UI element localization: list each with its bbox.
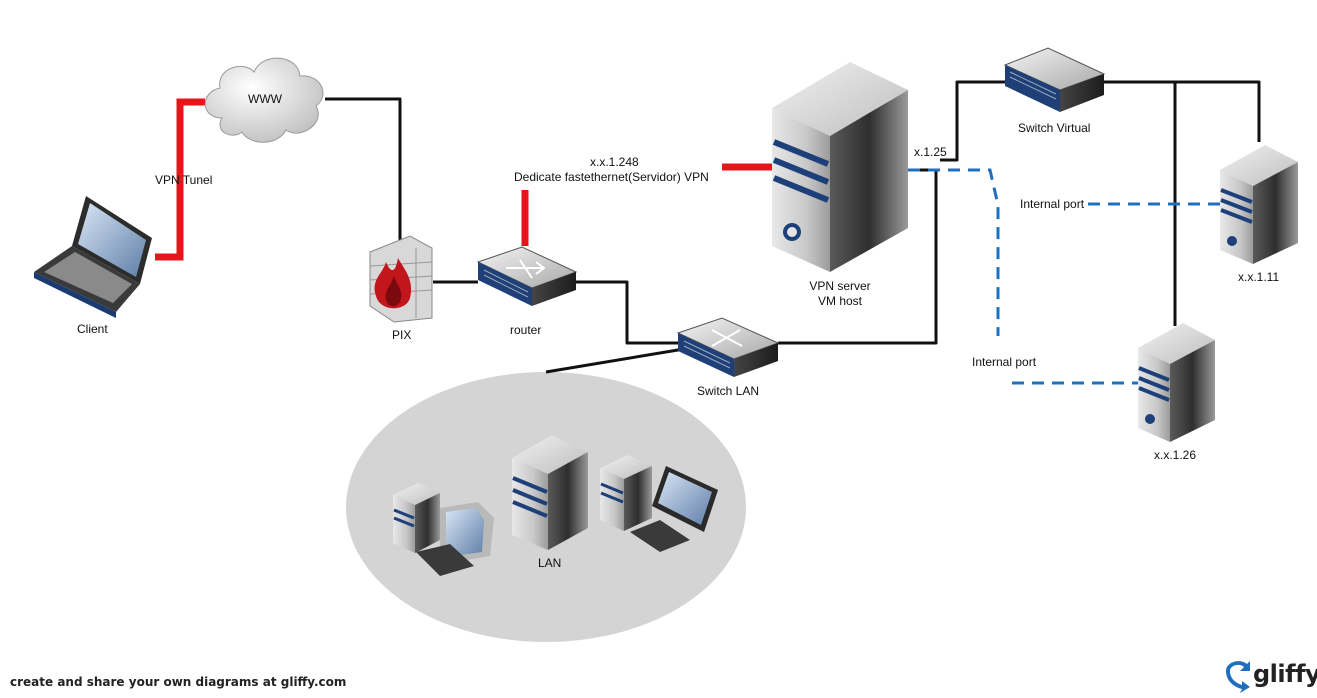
vpn-links <box>155 98 772 261</box>
desktop-icon <box>600 455 652 531</box>
desktop-icon <box>393 483 440 553</box>
label-switch-virtual: Switch Virtual <box>1018 121 1091 135</box>
label-vm-host: VM host <box>817 294 862 308</box>
server-icon <box>1220 145 1298 264</box>
server-icon <box>512 435 588 550</box>
laptop-icon <box>34 196 152 318</box>
label-pix: PIX <box>392 328 412 342</box>
link-switchlan-lan <box>545 346 691 374</box>
label-client: Client <box>77 322 108 336</box>
gliffy-logo[interactable]: gliffy <box>1226 660 1317 693</box>
link-internal-1 <box>908 168 1000 336</box>
link-switchlan-vpnserver <box>778 168 938 345</box>
label-vpn-server: VPN server <box>809 279 871 293</box>
internal-links <box>908 168 1222 385</box>
switch-icon <box>676 317 780 377</box>
firewall-icon <box>369 235 433 323</box>
footer-promo-text[interactable]: create and share your own diagrams at gl… <box>10 675 347 689</box>
network-links <box>325 80 1261 374</box>
monitor-icon <box>416 502 494 576</box>
server-icon <box>1138 323 1215 442</box>
label-switch-lan: Switch LAN <box>697 384 760 398</box>
label-internal-port-1: Internal port <box>1020 197 1085 211</box>
label-internal-port-2: Internal port <box>972 355 1037 369</box>
link-client-www <box>155 98 205 261</box>
label-ip-25: x.1.25 <box>914 145 947 159</box>
label-ip-26: x.x.1.26 <box>1154 448 1197 462</box>
link-router-switchlan <box>575 280 685 345</box>
link-www-pix <box>325 97 402 262</box>
label-router: router <box>510 323 542 337</box>
label-ip-248: x.x.1.248 <box>590 155 639 169</box>
label-www: WWW <box>248 92 282 106</box>
label-lan: LAN <box>538 556 562 570</box>
link-vpnserver-switchvirtual <box>940 80 1008 162</box>
label-dedicate: Dedicate fastethernet(Servidor) VPN <box>514 170 709 184</box>
server-icon <box>772 62 908 272</box>
label-ip-11: x.x.1.11 <box>1238 270 1280 284</box>
cloud-icon <box>204 57 324 143</box>
link-switchvirtual-x11 <box>1100 80 1261 142</box>
label-vpn-tunel: VPN Tunel <box>155 173 213 187</box>
gliffy-wordmark: gliffy <box>1253 660 1317 688</box>
switch-icon <box>1003 47 1106 112</box>
monitor-icon <box>630 466 718 552</box>
gliffy-logo-icon <box>1226 661 1250 693</box>
router-icon <box>476 246 578 306</box>
